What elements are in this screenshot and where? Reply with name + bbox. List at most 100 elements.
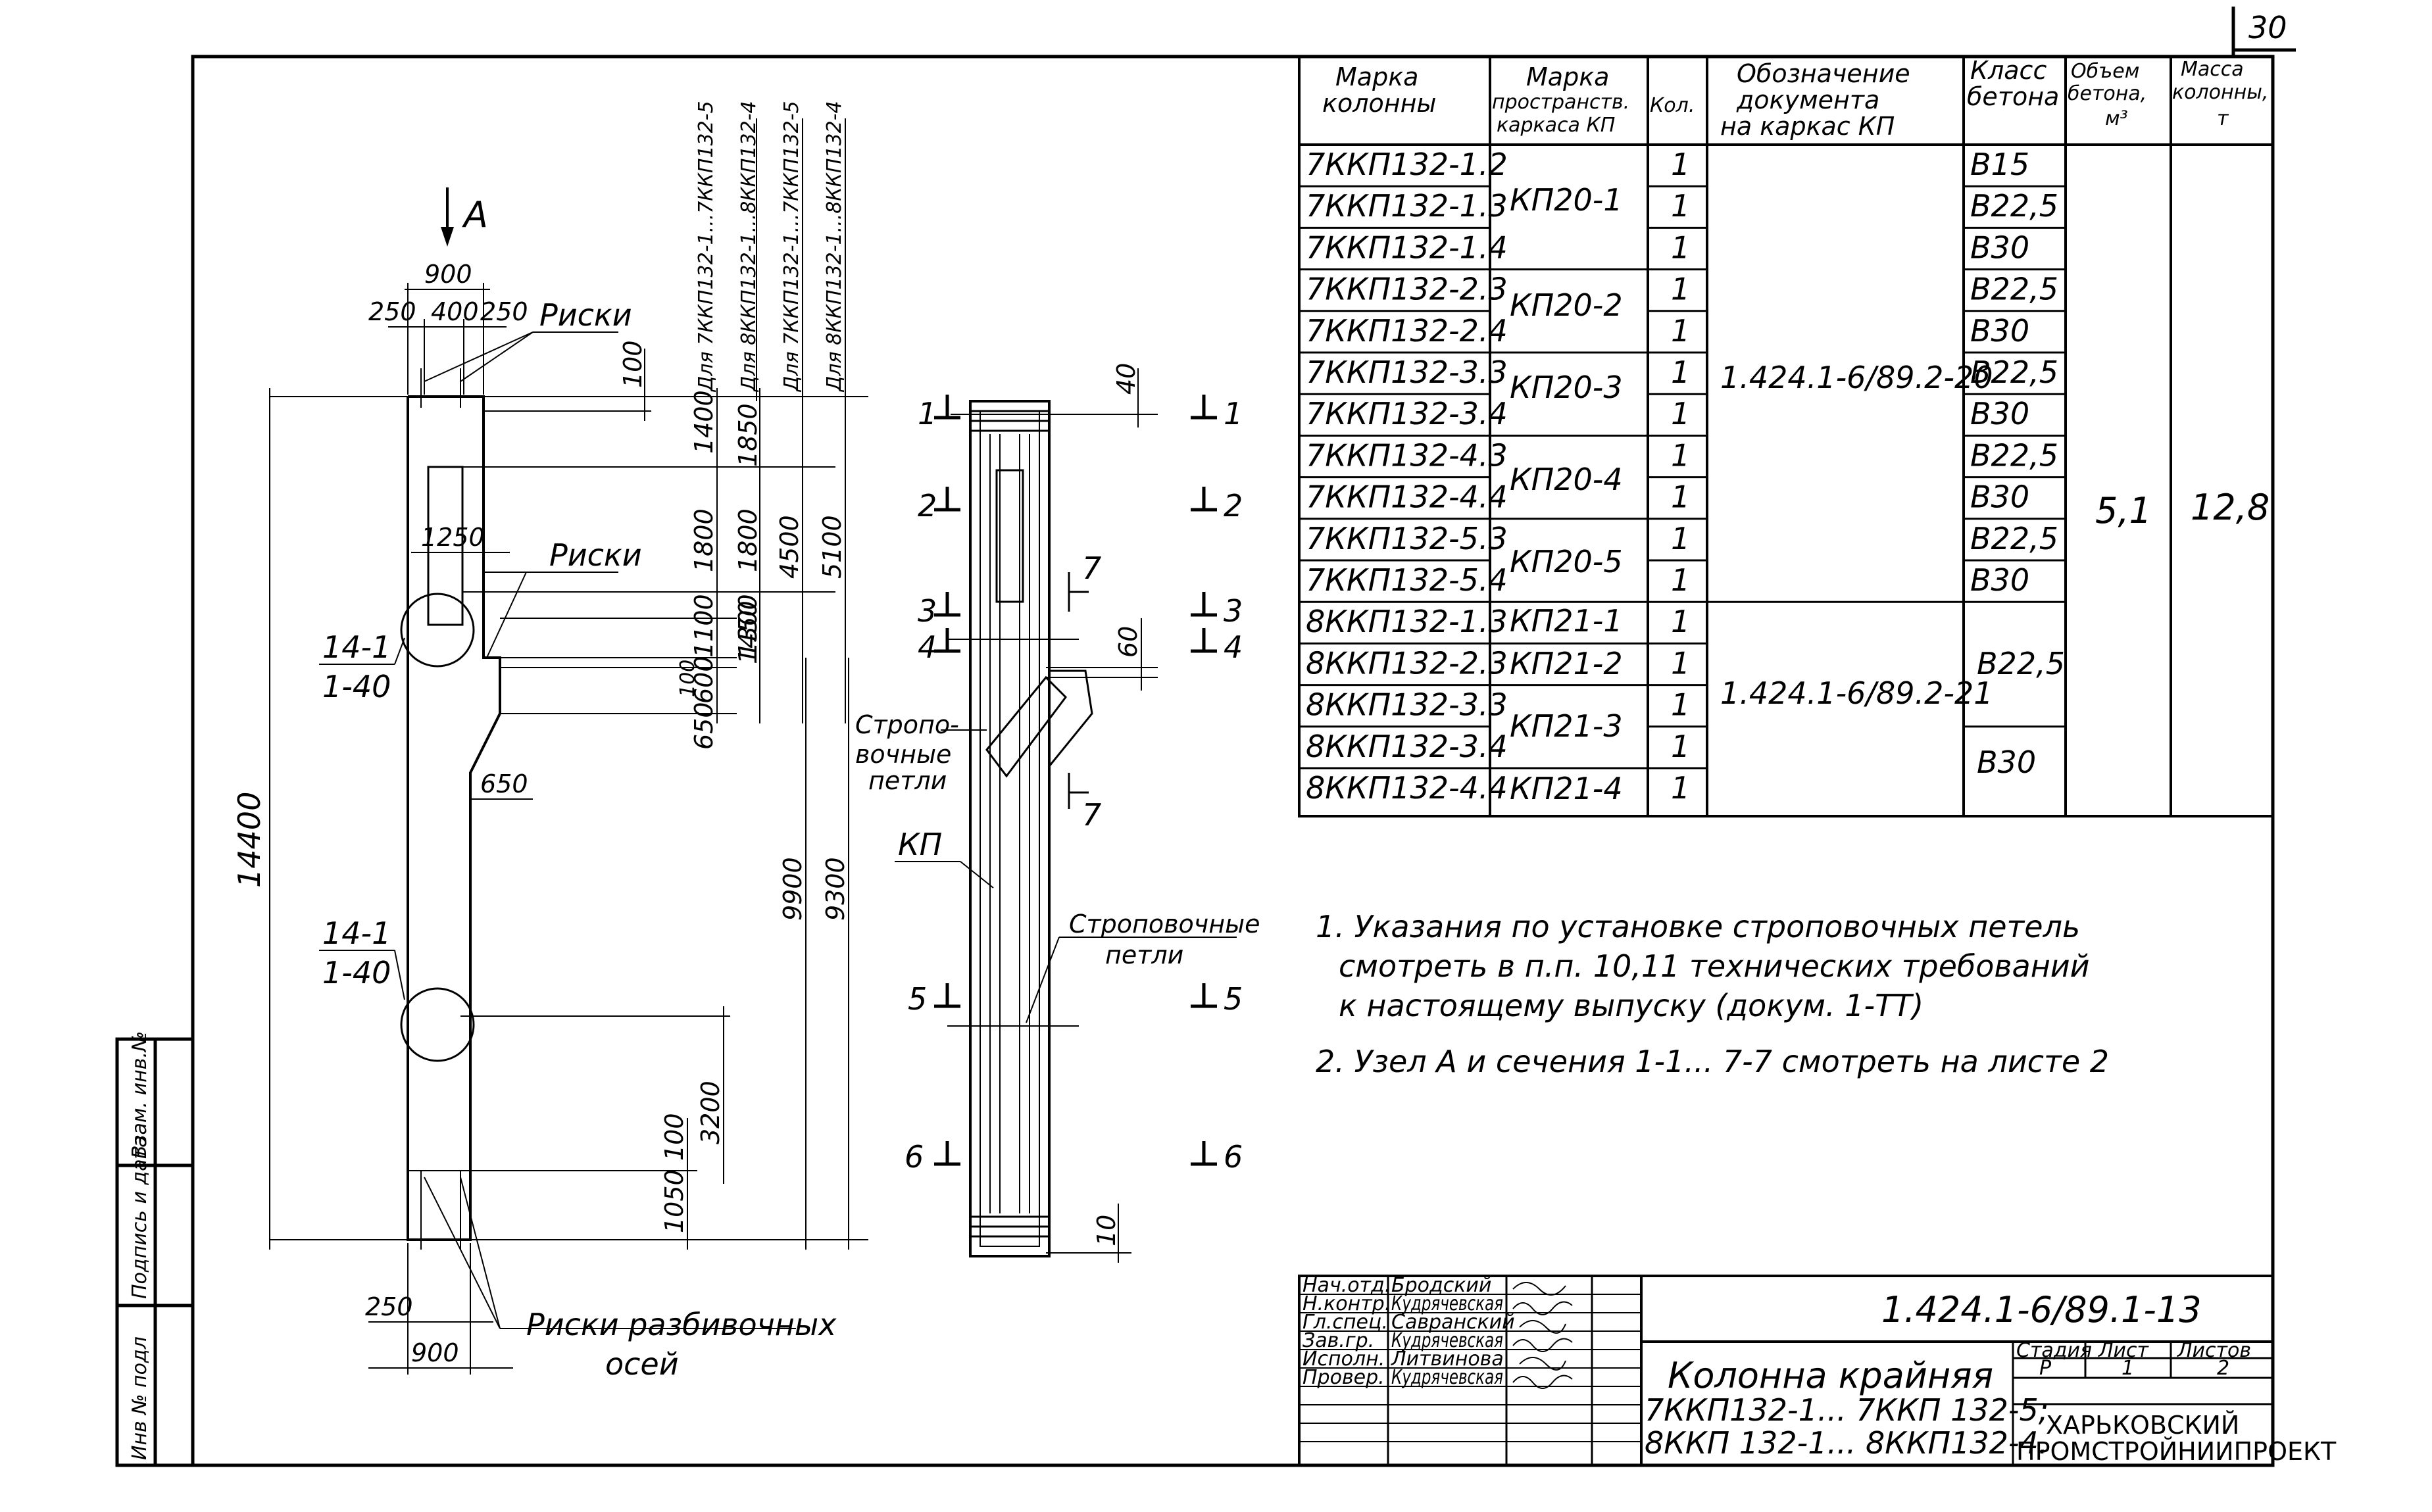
side-stamp-inv: Инв № подл: [128, 1336, 151, 1460]
dim-250-right: 250: [480, 297, 528, 326]
sheet-frame: [115, 7, 2296, 1467]
table-row-qty: 1: [1671, 188, 1690, 224]
dim-9900: 9900: [778, 857, 807, 921]
view-arrow-icon: [441, 227, 454, 247]
mass-value: 12,8: [2191, 487, 2270, 528]
dim-1300: 1300: [733, 594, 762, 658]
header-doc-1: Обозначение: [1737, 59, 1910, 88]
name-5: Кудрячевская: [1391, 1366, 1503, 1389]
dim-3200: 3200: [696, 1081, 725, 1144]
table-row-mark: 8ККП132-2.3: [1306, 645, 1508, 681]
header-mark-1: Марка: [1335, 62, 1418, 91]
stage-value: Р: [2039, 1357, 2052, 1380]
title-3: 8ККП 132-1... 8ККП132-4.: [1645, 1425, 2048, 1461]
signature-2: [1519, 1320, 1566, 1334]
column-elevation: [269, 118, 868, 1375]
title-block: Нач.отд. Н.контр. Гл.спец. Зав.гр. Испол…: [1303, 1274, 2337, 1466]
org-name-1: ХАРЬКОВСКИЙ: [2046, 1411, 2239, 1440]
table-row-mark: 7ККП132-1.2: [1306, 147, 1508, 182]
table-row-qty: 1: [1671, 729, 1690, 764]
frame-kp20-4: КП20-4: [1510, 462, 1623, 497]
dim-100-low: 100: [660, 1113, 689, 1161]
table-row-qty: 1: [1671, 272, 1690, 307]
dim-1850: 1850: [733, 403, 762, 467]
header-frame-3: каркаса КП: [1497, 114, 1615, 137]
section-mark-1-right: 1: [1224, 396, 1243, 431]
dim-400: 400: [431, 297, 479, 326]
slings-label-left-3: петли: [868, 766, 947, 795]
role-1: Н.контр.: [1303, 1292, 1391, 1315]
signature-5: [1512, 1375, 1573, 1389]
role-2: Гл.спец.: [1303, 1311, 1388, 1334]
frame-kp20-5: КП20-5: [1510, 544, 1623, 579]
section-mark-3-right: 3: [1224, 593, 1243, 629]
header-doc-3: на каркас КП: [1720, 112, 1895, 141]
table-row-class: В30: [1970, 479, 2029, 515]
node-top-sheet: 1-40: [322, 669, 391, 704]
table-row-class: В30: [1970, 562, 2029, 598]
table-row-mark: 7ККП132-5.4: [1306, 562, 1508, 598]
table-row-qty: 1: [1671, 230, 1690, 265]
role-4: Исполн.: [1303, 1348, 1385, 1371]
slings-label-right-2: петли: [1105, 940, 1183, 969]
signature-4: [1519, 1357, 1566, 1371]
header-volume-1: Объем: [2071, 60, 2139, 83]
role-3: Зав.гр.: [1303, 1329, 1374, 1352]
frame-kp21-1: КП21-1: [1510, 603, 1623, 639]
header-mass-2: колонны,: [2172, 81, 2268, 104]
title-1: Колонна крайняя: [1668, 1355, 1993, 1396]
dim-1100: 1100: [689, 594, 718, 658]
node-bottom-num: 14-1: [322, 915, 391, 951]
name-4: Литвинова: [1391, 1348, 1504, 1371]
designation: 1.424.1-6/89.1-13: [1881, 1289, 2202, 1330]
dim-40: 40: [1112, 363, 1141, 395]
table-row-mark: 7ККП132-5.3: [1306, 521, 1508, 556]
header-class-2: бетона: [1967, 82, 2059, 111]
table-row-class: В30: [1970, 230, 2029, 265]
signature-0: [1512, 1282, 1566, 1296]
dim-4500: 4500: [775, 515, 804, 579]
frame-kp21-4: КП21-4: [1510, 771, 1623, 806]
header-qty: Кол.: [1650, 94, 1695, 117]
table-row-mark: 7ККП132-2.4: [1306, 313, 1508, 349]
class-8kkp-b30: В30: [1977, 744, 2036, 780]
table-row-class: В30: [1970, 396, 2029, 431]
signature-1: [1512, 1301, 1573, 1315]
column-section: [895, 368, 1237, 1263]
frame-kp21-3: КП21-3: [1510, 708, 1623, 744]
risks-bottom-label-1: Риски разбивочных: [526, 1307, 837, 1342]
elevation-dimensions: 900 250 400 250 Риски 100 1250 Риски 650…: [232, 101, 850, 1382]
dim-250-bottom: 250: [365, 1292, 413, 1321]
dim-9300: 9300: [821, 857, 850, 921]
table-row-qty: 1: [1671, 396, 1690, 431]
section-mark-3-left: 3: [918, 593, 937, 629]
doc-kp20: 1.424.1-6/89.2-20: [1720, 360, 1993, 395]
node-bottom-sheet: 1-40: [322, 955, 391, 990]
dim-600: 600: [689, 656, 718, 704]
section-mark-6-left: 6: [905, 1139, 924, 1175]
kp-label: КП: [898, 827, 942, 862]
frame-kp20-2: КП20-2: [1510, 287, 1623, 323]
section-mark-6-right: 6: [1224, 1139, 1243, 1175]
header-mass-3: т: [2217, 107, 2229, 130]
name-1: Кудрячевская: [1391, 1292, 1503, 1315]
sheet-header: Лист: [2098, 1339, 2150, 1362]
spec-table-merged: КП20-1 КП20-2 КП20-3 КП20-4 КП20-5 КП21-…: [1510, 182, 2270, 806]
spec-table-header: Марка колонны Марка пространств. каркаса…: [1322, 56, 2268, 141]
table-row-mark: 8ККП132-3.3: [1306, 687, 1508, 723]
dim-250-left: 250: [368, 297, 416, 326]
slings-label-right-1: Строповочные: [1069, 910, 1260, 939]
dim-1250: 1250: [421, 523, 485, 552]
table-row-mark: 7ККП132-4.4: [1306, 479, 1508, 515]
table-row-class: В22,5: [1970, 272, 2058, 307]
section-mark-2-left: 2: [918, 488, 937, 524]
header-class-1: Класс: [1970, 56, 2047, 85]
title-block-grid: [1298, 1275, 2274, 1467]
slings-label-left-1: Стропо-: [855, 710, 959, 739]
table-row-mark: 7ККП132-3.4: [1306, 396, 1508, 431]
for-8kkp-label-1: Для 8ККП132-1...8ККП132-4: [737, 101, 760, 393]
section-cut-marks: [934, 395, 1217, 1166]
table-row-qty: 1: [1671, 354, 1690, 390]
dim-14400: 14400: [232, 792, 267, 888]
header-volume-3: м³: [2105, 107, 2128, 130]
